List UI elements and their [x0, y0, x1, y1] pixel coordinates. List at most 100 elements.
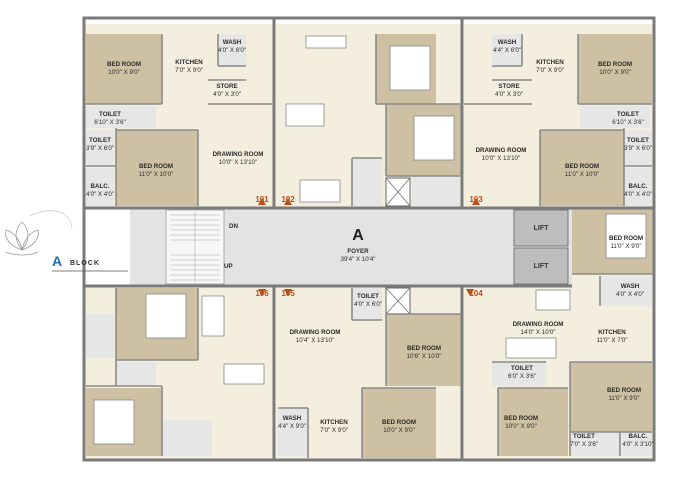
room-dims: 3'9" X 6'0"	[624, 145, 652, 152]
lift-1	[513, 209, 569, 247]
bed-104-top	[605, 213, 647, 259]
stair-down-label: DN	[229, 223, 238, 230]
room-labels: BED ROOM 10'0" X 9'0" KITCHEN 7'0" X 9'0…	[86, 39, 654, 448]
wash-105	[278, 408, 308, 456]
room-dims: 7'0" X 9'0"	[536, 67, 564, 74]
room-name: DRAWING ROOM	[290, 329, 341, 336]
toilet-tl-b	[86, 130, 114, 166]
bedroom-105-bottom	[362, 388, 436, 458]
room-name: TOILET	[573, 433, 595, 440]
bedroom-tl-top	[86, 34, 162, 104]
room-dims: 4'0" X 4'0"	[616, 291, 644, 298]
sofa-106	[201, 295, 225, 337]
unit-number: 104	[469, 289, 483, 298]
dining-102	[285, 103, 325, 127]
room-dims: 3'9" X 6'0"	[86, 145, 114, 152]
room-dims: 11'0" X 9'0"	[610, 243, 641, 250]
bedroom-104-lowleft	[498, 388, 568, 456]
foyer-name: FOYER	[347, 248, 369, 255]
room-name: KITCHEN	[175, 59, 203, 66]
dining-106	[223, 363, 265, 385]
room-dims: 4'0" X 6'0"	[218, 47, 246, 54]
room-dims: 14'0" X 10'0"	[521, 329, 556, 336]
room-dims: 10'0" X 9'0"	[383, 427, 415, 434]
room-dims: 11'0" X 10'0"	[139, 171, 174, 178]
sofa-104	[505, 337, 557, 359]
room-name: TOILET	[357, 293, 379, 300]
toilet-104-b	[570, 432, 620, 456]
foyer-dims: 39'4" X 10'4"	[341, 256, 376, 263]
block-word: BLOCK	[70, 260, 100, 267]
room-name: BALC.	[629, 433, 648, 440]
toilet-102	[352, 158, 382, 206]
foyer-letter: A	[352, 227, 364, 244]
lotus-icon	[5, 210, 73, 256]
partitions	[86, 34, 654, 458]
unit-number: 103	[469, 195, 483, 204]
room-dims: 11'0" X 10'0"	[565, 171, 600, 178]
balc-tl	[86, 168, 114, 206]
bedroom-tl-bottom	[116, 130, 198, 206]
room-dims: 6'0" X 3'6"	[508, 373, 536, 380]
room-name: WASH	[621, 283, 640, 290]
bed-106-bottom	[93, 399, 135, 445]
room-name: TOILET	[511, 365, 533, 372]
room-name: STORE	[216, 83, 237, 90]
wash-tr	[492, 34, 522, 66]
room-name: BALC.	[629, 183, 648, 190]
room-dims: 11'0" X 9'0"	[608, 395, 639, 402]
room-dims: 10'0" X 9'0"	[108, 69, 140, 76]
unit-number: 106	[255, 289, 269, 298]
room-dims: 11'0" X 7'0"	[596, 337, 627, 344]
unit-number: 101	[255, 195, 269, 204]
room-dims: 10'0" X 13'10"	[482, 155, 520, 162]
bedroom-tr-bottom	[540, 130, 624, 206]
unit-number: 105	[281, 289, 295, 298]
bedroom-fills	[86, 34, 654, 458]
room-name: WASH	[223, 39, 242, 46]
entry-markers	[258, 198, 480, 296]
toilet-106-b	[116, 362, 156, 386]
balc-104	[622, 432, 652, 456]
toilet-102-b	[412, 176, 460, 206]
toilet-104-a	[492, 362, 546, 386]
room-dims: 10'4" X 13'10"	[296, 337, 334, 344]
room-dims: 4'0" X 4'0"	[86, 191, 114, 198]
block-letter: A	[52, 253, 62, 269]
room-name: TOILET	[627, 137, 649, 144]
toilet-105	[352, 288, 382, 320]
room-name: BED ROOM	[565, 163, 599, 170]
room-dims: 4'0" X 3'10"	[622, 441, 654, 448]
toilet-tr-a	[580, 106, 650, 128]
bedroom-tr-top	[578, 34, 652, 104]
room-name: BALC.	[91, 183, 110, 190]
room-dims: 4'0" X 3'0"	[495, 91, 523, 98]
toilet-tl-a	[86, 106, 156, 128]
room-name: TOILET	[617, 111, 639, 118]
toilet-tr-b	[624, 130, 652, 166]
room-dims: 6'10" X 3'6"	[94, 119, 126, 126]
room-name: DRAWING ROOM	[513, 321, 564, 328]
room-name: WASH	[498, 39, 517, 46]
room-dims: 7'0" X 9'0"	[175, 67, 203, 74]
bed-102	[389, 45, 431, 91]
room-name: KITCHEN	[598, 329, 626, 336]
room-dims: 10'0" X 9'0"	[599, 69, 631, 76]
bedroom-105-right	[386, 314, 462, 386]
room-dims: 4'0" X 3'0"	[213, 91, 241, 98]
lift-label: LIFT	[534, 263, 549, 270]
room-dims: 10'6" X 10'0"	[407, 353, 442, 360]
room-name: BED ROOM	[598, 61, 632, 68]
room-dims: 4'0" X 6'0"	[354, 301, 382, 308]
balc-tr	[624, 168, 652, 206]
wash-106	[162, 420, 212, 456]
dining-104	[535, 289, 571, 311]
room-dims: 4'4" X 9'0"	[278, 423, 306, 430]
room-dims: 7'0" X 9'0"	[320, 427, 348, 434]
room-dims: 4'4" X 6'0"	[493, 47, 521, 54]
lift-label: LIFT	[534, 225, 549, 232]
room-name: BED ROOM	[504, 415, 538, 422]
furniture	[93, 35, 647, 445]
unit-number: 102	[281, 195, 295, 204]
